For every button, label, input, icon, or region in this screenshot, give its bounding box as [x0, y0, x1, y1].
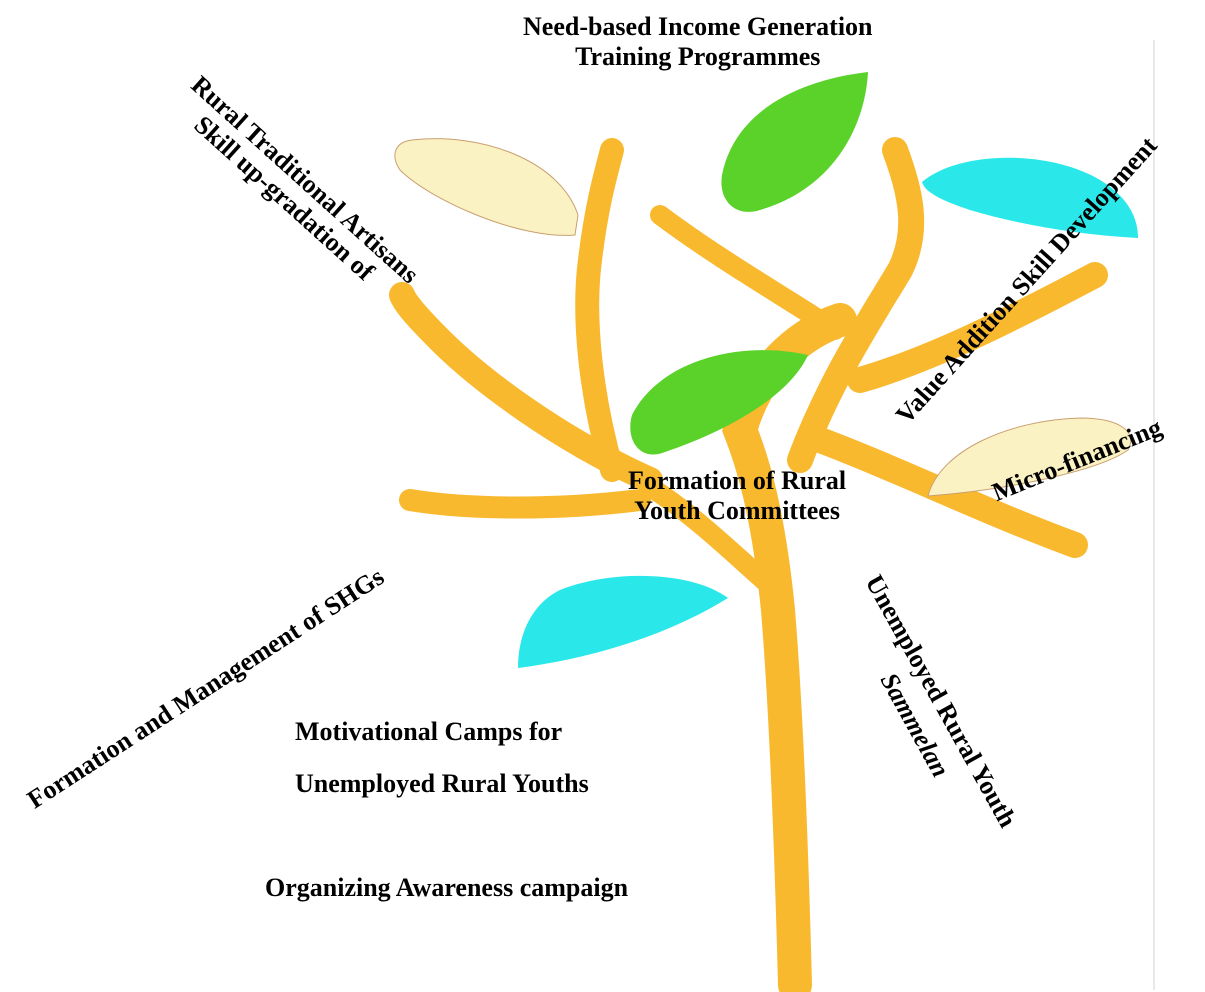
leaf-value — [922, 157, 1138, 238]
branch-lower-left — [645, 480, 785, 600]
branch-left-low — [399, 489, 651, 519]
label-motivational-line1: Motivational Camps for — [295, 717, 563, 746]
leaf-income — [721, 72, 868, 212]
branch-income — [650, 205, 845, 340]
branch-value — [847, 262, 1108, 393]
divider-line — [1153, 40, 1155, 990]
label-income-line2: Training Programmes — [575, 41, 821, 71]
leaf-skill — [394, 138, 579, 236]
leaf-motivation — [518, 575, 728, 668]
label-motivational-camps: Motivational Camps for Unemployed Rural … — [295, 706, 589, 810]
label-motivational-line2: Unemployed Rural Youths — [295, 769, 589, 798]
label-income: Need-based Income Generation Training Pr… — [523, 12, 873, 72]
label-income-line1: Need-based Income Generation — [523, 12, 873, 41]
label-awareness: Organizing Awareness campaign — [265, 873, 629, 902]
label-committees-line2: Youth Committees — [634, 495, 840, 525]
leaf-micro — [927, 417, 1132, 497]
branches — [389, 137, 1108, 992]
branch-left-long — [389, 282, 663, 493]
branch-upper-left — [575, 138, 624, 482]
label-rural-youth-committees: Formation of Rural Youth Committees — [628, 466, 846, 526]
leaf-center — [630, 350, 808, 455]
branch-upper-right — [787, 137, 925, 473]
label-committees-line1: Formation of Rural — [628, 466, 847, 495]
